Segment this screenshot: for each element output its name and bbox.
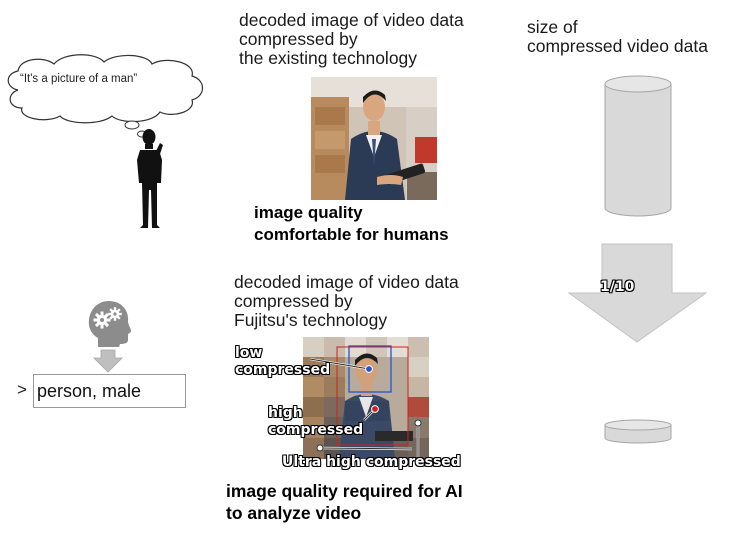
small-data-cylinder — [604, 419, 672, 444]
ai-head-gears-icon — [88, 301, 131, 347]
fujitsu-tech-photo — [303, 337, 429, 459]
existing-tech-quality: image quality comfortable for humans — [254, 203, 449, 244]
ai-output-result: person, male — [37, 381, 142, 401]
high-compressed-label: high compressed — [268, 405, 364, 438]
ultra-high-compressed-label: Ultra high compressed — [282, 454, 461, 470]
compression-ratio-label: 1/10 — [600, 279, 635, 295]
ai-output-box: person, male — [33, 374, 186, 408]
large-data-cylinder — [604, 75, 672, 217]
fujitsu-tech-caption: decoded image of video data compressed b… — [234, 272, 459, 330]
fujitsu-tech-quality: image quality required for AI to analyze… — [226, 481, 463, 523]
thought-bubble-text: “It's a picture of a man” — [20, 73, 138, 85]
down-arrow-icon — [568, 243, 708, 343]
compression-callouts — [309, 357, 422, 457]
thought-bubble — [7, 54, 204, 138]
size-caption: size of compressed video data — [527, 17, 708, 56]
existing-tech-photo — [311, 77, 437, 200]
ai-output-prompt: > — [17, 380, 27, 399]
existing-tech-caption: decoded image of video data compressed b… — [239, 10, 464, 68]
low-compressed-label: low compressed — [235, 345, 331, 378]
ai-output-arrow-icon — [93, 349, 123, 373]
person-silhouette-icon — [137, 129, 163, 228]
